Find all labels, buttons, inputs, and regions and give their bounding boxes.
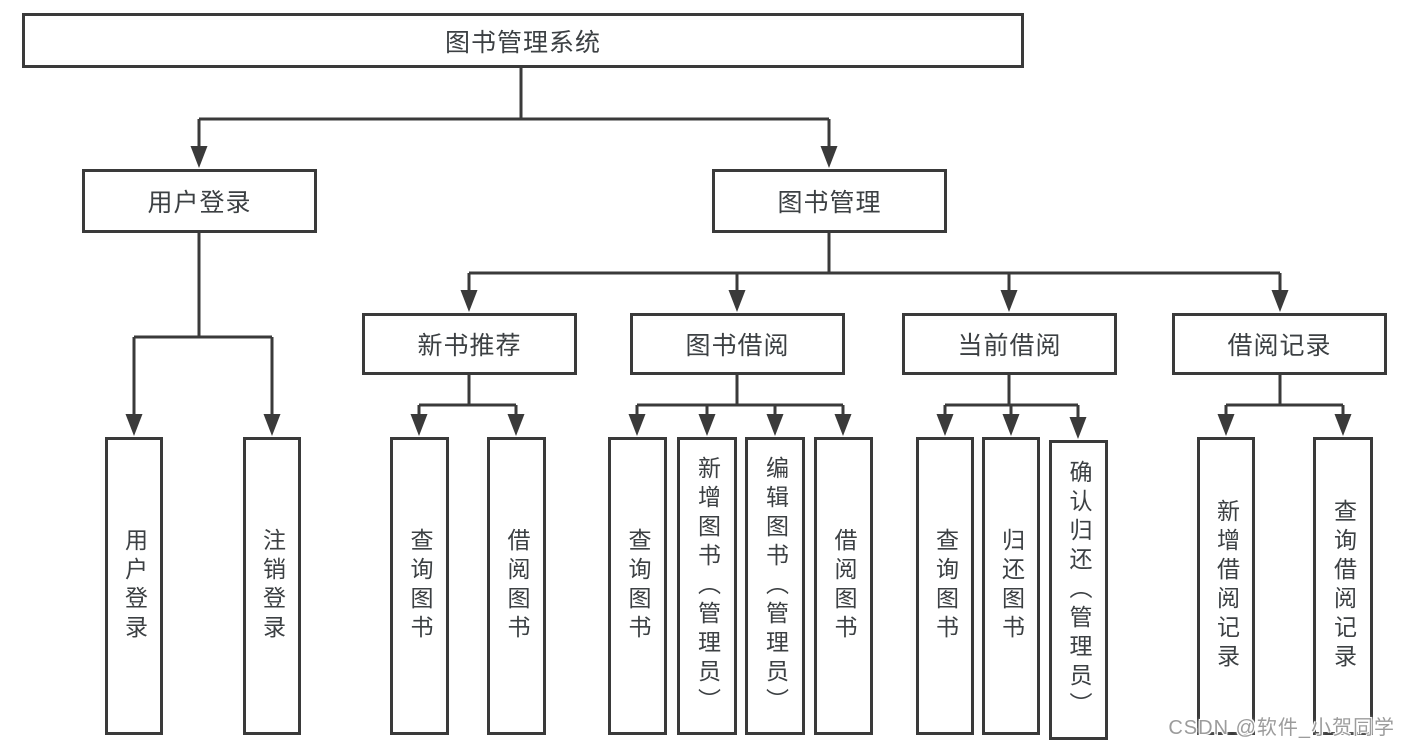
node-new-book-recommend: 新书推荐 [362,313,577,375]
leaf-query-book: 查询图书 [916,437,974,735]
csdn-watermark: CSDN @软件_小贺同学 [1168,717,1395,739]
leaf-logout-login: 注销登录 [243,437,301,735]
leaf-add-borrow-record: 新增借阅记录 [1197,437,1255,735]
leaf-query-book: 查询图书 [608,437,667,735]
leaf-query-book: 查询图书 [390,437,449,735]
node-library-management-system: 图书管理系统 [22,13,1024,68]
leaf-borrow-book: 借阅图书 [487,437,546,735]
node-book-management: 图书管理 [712,169,947,233]
node-current-borrow: 当前借阅 [902,313,1117,375]
leaf-edit-book-admin: 编辑图书（管理员） [745,437,805,735]
node-borrow-records: 借阅记录 [1172,313,1387,375]
leaf-user-login: 用户登录 [105,437,163,735]
leaf-return-book: 归还图书 [982,437,1040,735]
leaf-borrow-book: 借阅图书 [814,437,873,735]
leaf-add-book-admin: 新增图书（管理员） [677,437,737,735]
node-book-borrow: 图书借阅 [630,313,845,375]
leaf-confirm-return-admin: 确认归还（管理员） [1049,440,1108,740]
leaf-query-borrow-record: 查询借阅记录 [1313,437,1373,735]
node-user-login: 用户登录 [82,169,317,233]
